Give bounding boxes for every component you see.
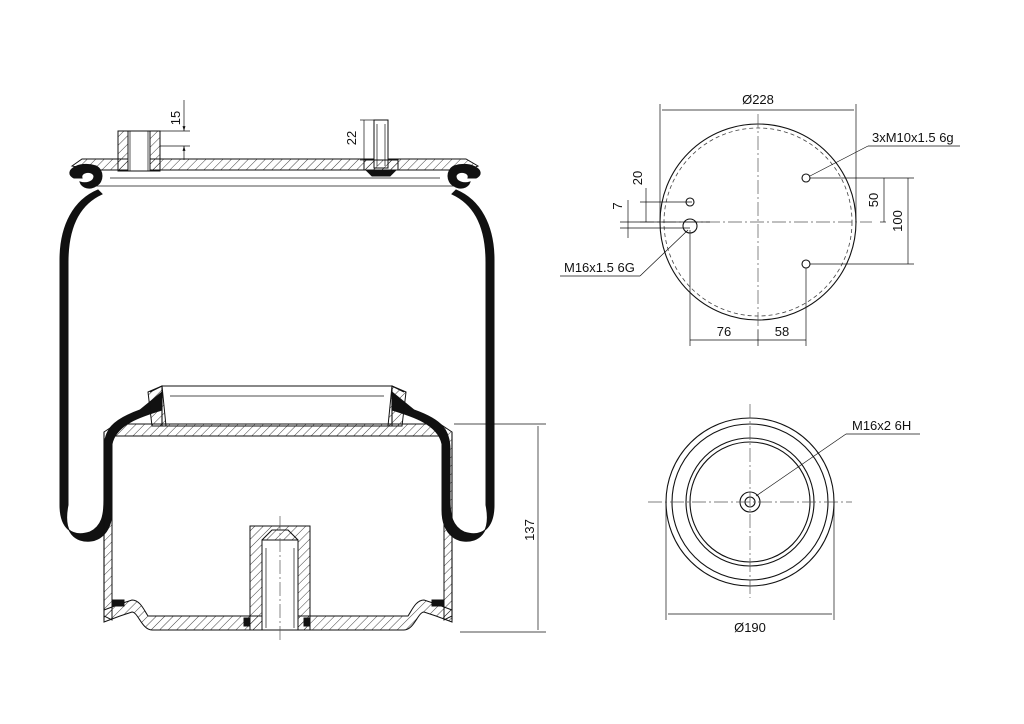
dim-label-76: 76	[717, 324, 731, 339]
dim-label-100: 100	[890, 210, 905, 232]
label-piston-thread: M16x2 6H	[852, 418, 911, 433]
dim-label-137: 137	[522, 519, 537, 541]
dim-label-22: 22	[344, 131, 359, 145]
dim-top-boss-height: 15	[160, 100, 190, 160]
label-mounting-holes: 3xM10x1.5 6g	[872, 130, 954, 145]
top-view: Ø228 3xM10x1.5 6g 20 7 50 100 M16x1.5 6G…	[560, 92, 960, 346]
dim-label-228: Ø228	[742, 92, 774, 107]
dim-label-58: 58	[775, 324, 789, 339]
bellows-right	[391, 189, 495, 542]
dim-label-50: 50	[866, 193, 881, 207]
dim-overall-height: 137	[454, 423, 546, 633]
left-crimp	[69, 164, 103, 189]
dim-top-stud-height: 22	[344, 119, 374, 161]
mounting-hole-1	[801, 173, 811, 183]
right-crimp	[447, 164, 481, 189]
label-center-port: M16x1.5 6G	[564, 260, 635, 275]
piston-cap	[161, 385, 393, 427]
piston-base	[103, 599, 453, 631]
dim-label-15: 15	[168, 111, 183, 125]
dim-label-20: 20	[630, 171, 645, 185]
mounting-hole-2	[801, 259, 811, 269]
bottom-view: M16x2 6H Ø190	[648, 404, 920, 635]
dim-label-7: 7	[610, 202, 625, 209]
dim-label-190: Ø190	[734, 620, 766, 635]
section-view: 15 22 137	[59, 100, 546, 640]
